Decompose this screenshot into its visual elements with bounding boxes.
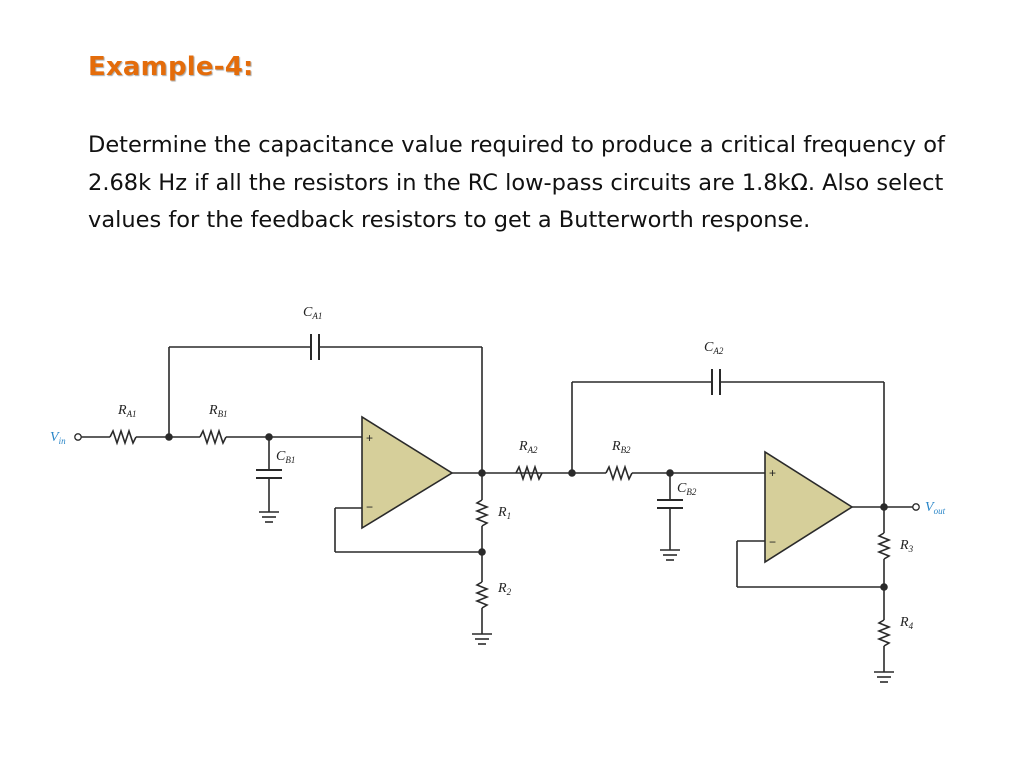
- resistor-r3: [876, 532, 892, 560]
- resistor-r4: [876, 619, 892, 647]
- resistor-ra1: [109, 428, 137, 446]
- label-cb1: CB1: [276, 449, 295, 465]
- label-ra2: RA2: [518, 439, 538, 455]
- resistor-r1: [474, 499, 490, 527]
- resistor-rb1: [199, 428, 227, 446]
- label-rb1: RB1: [208, 403, 228, 419]
- op-amp-2: [764, 450, 854, 564]
- op-amp-1: [361, 415, 454, 530]
- label-cb2: CB2: [677, 481, 697, 497]
- ground-icon: [660, 549, 680, 561]
- opamp1-plus: +: [366, 431, 373, 445]
- vin-terminal: [74, 433, 82, 441]
- label-r4: R4: [899, 615, 914, 631]
- problem-statement: Determine the capacitance value required…: [88, 132, 945, 233]
- label-r2: R2: [497, 581, 512, 597]
- label-ca1: CA1: [303, 305, 322, 321]
- opamp1-minus: −: [366, 500, 373, 514]
- resistor-ra2: [515, 464, 543, 482]
- label-r1: R1: [497, 505, 511, 521]
- opamp2-minus: −: [769, 535, 776, 549]
- resistor-r2: [474, 581, 490, 609]
- resistor-rb2: [605, 464, 633, 482]
- ground-icon: [472, 633, 492, 645]
- vout-terminal: [912, 503, 920, 511]
- opamp2-plus: +: [769, 466, 776, 480]
- slide-title: Example-4:: [88, 52, 254, 82]
- ground-icon: [874, 671, 894, 683]
- label-r3: R3: [899, 538, 914, 554]
- label-rb2: RB2: [611, 439, 631, 455]
- ground-icon: [259, 511, 279, 523]
- label-vin: Vin: [50, 430, 66, 446]
- label-ca2: CA2: [704, 340, 724, 356]
- label-ra1: RA1: [117, 403, 137, 419]
- label-vout: Vout: [925, 500, 946, 516]
